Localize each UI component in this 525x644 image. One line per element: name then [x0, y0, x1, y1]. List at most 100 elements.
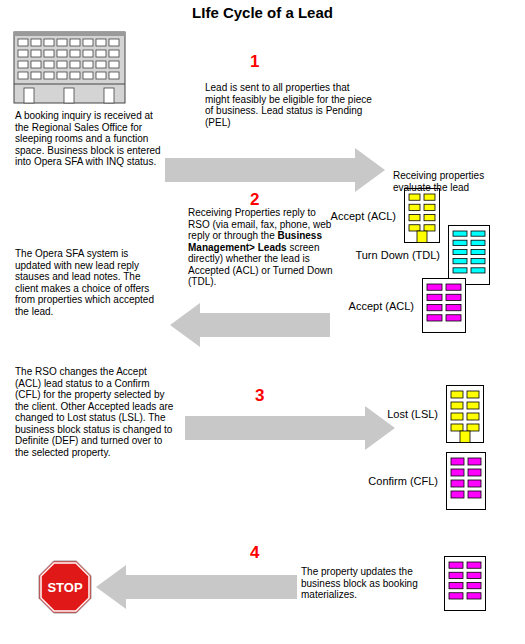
window — [471, 268, 485, 273]
diagram-title: LIfe Cycle of a Lead — [0, 4, 525, 21]
building-icon — [404, 188, 440, 243]
window — [451, 458, 464, 465]
window — [468, 480, 481, 487]
window — [467, 562, 481, 568]
window — [83, 72, 93, 79]
text-block: Lead is sent to all properties that migh… — [205, 82, 375, 128]
window — [83, 50, 93, 57]
window — [451, 469, 464, 476]
window — [467, 593, 481, 599]
text-block: The Opera SFA system is updated with new… — [15, 248, 165, 317]
building-wall — [447, 386, 484, 443]
window — [18, 61, 28, 68]
window — [449, 593, 463, 599]
window — [31, 50, 41, 57]
window — [31, 39, 41, 46]
callout-number: 4 — [250, 543, 259, 562]
window — [109, 50, 119, 57]
callout-number: 2 — [250, 190, 259, 209]
step-number: 1 — [250, 52, 259, 72]
note-text: A booking inquiry is received at the Reg… — [15, 110, 161, 167]
window — [427, 294, 442, 300]
window — [453, 231, 467, 236]
office-building — [14, 32, 125, 103]
text-block: A booking inquiry is received at the Reg… — [15, 110, 163, 168]
office-roof — [14, 32, 125, 36]
window — [83, 39, 93, 46]
window — [467, 413, 479, 420]
text-block: Receiving Properties reply to RSO (via e… — [188, 207, 338, 288]
window — [18, 72, 28, 79]
window — [109, 61, 119, 68]
window — [31, 61, 41, 68]
window — [96, 50, 106, 57]
window — [409, 225, 420, 231]
building-icon — [446, 452, 486, 510]
window — [70, 50, 80, 57]
window — [446, 305, 461, 311]
window — [453, 240, 467, 245]
building-icon — [446, 385, 484, 443]
window — [467, 402, 479, 409]
window — [467, 391, 479, 398]
window — [57, 61, 67, 68]
building-wall — [449, 226, 490, 285]
window — [427, 315, 442, 321]
window — [446, 315, 461, 321]
property-building: Turn Down (TDL) — [355, 225, 490, 285]
building-icon — [422, 278, 466, 333]
window — [44, 50, 54, 57]
window — [467, 572, 481, 578]
property-building: The property updates the business block … — [301, 556, 486, 611]
window — [451, 391, 463, 398]
property-building: Accept (ACL) — [349, 278, 466, 333]
window — [57, 72, 67, 79]
window — [57, 50, 67, 57]
window — [453, 249, 467, 254]
window — [424, 225, 435, 231]
window — [96, 72, 106, 79]
window — [31, 72, 41, 79]
window — [471, 249, 485, 254]
window — [451, 480, 464, 487]
text-block: The RSO changes the Accept (ACL) lead st… — [15, 366, 175, 458]
note-text: Lead is sent to all properties that migh… — [205, 82, 372, 128]
window — [424, 204, 435, 210]
window — [427, 284, 442, 290]
window — [446, 284, 461, 290]
window — [471, 231, 485, 236]
building-wall — [405, 189, 440, 243]
flow-arrow — [165, 148, 385, 192]
window — [18, 50, 28, 57]
office-wall — [14, 32, 125, 103]
octagon-rim — [41, 563, 89, 611]
window — [453, 259, 467, 264]
status-label: Lost (LSL) — [387, 408, 438, 420]
step-number: 4 — [250, 543, 259, 563]
building-wall — [423, 279, 466, 333]
window — [453, 268, 467, 273]
step-note: The property updates the business block … — [301, 566, 436, 601]
building-wall — [445, 557, 486, 611]
status-label: Accept (ACL) — [331, 210, 396, 222]
door — [24, 88, 34, 103]
note-text: Receiving properties evaluate the lead — [393, 170, 484, 193]
text-block: Receiving properties evaluate the lead — [393, 170, 508, 193]
property-building: Confirm (CFL) — [368, 452, 486, 510]
building-icon — [444, 556, 486, 611]
window — [83, 61, 93, 68]
building-wall — [447, 453, 486, 510]
window — [471, 259, 485, 264]
door — [104, 88, 114, 103]
window — [109, 72, 119, 79]
note-text: The Opera SFA system is updated with new… — [15, 248, 154, 317]
window — [18, 39, 28, 46]
window — [44, 61, 54, 68]
status-label: Turn Down (TDL) — [355, 249, 440, 261]
octagon-fill — [39, 561, 91, 613]
step-number: 3 — [255, 386, 264, 406]
window — [70, 39, 80, 46]
building-icon — [448, 225, 490, 285]
window — [449, 583, 463, 589]
